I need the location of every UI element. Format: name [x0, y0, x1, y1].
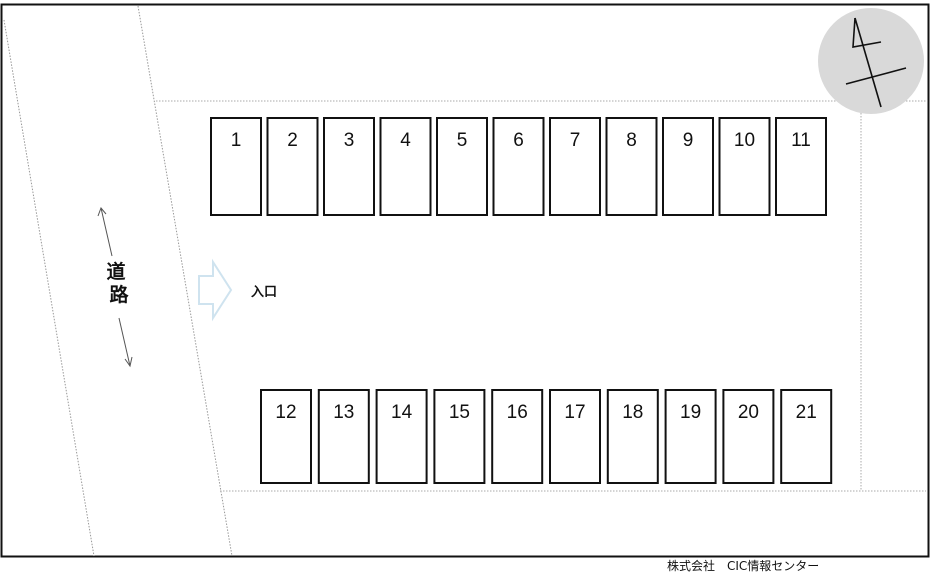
parking-space-number: 16: [507, 402, 528, 423]
parking-space-15: [433, 389, 486, 484]
parking-space-number: 1: [231, 130, 242, 151]
parking-row-top: 1 2 3 4 5 6 7 8 9 10 11: [210, 117, 827, 216]
parking-space-2: [266, 117, 319, 216]
parking-space-14: [375, 389, 428, 484]
parking-space-16: [491, 389, 544, 484]
parking-space-8: [605, 117, 658, 216]
parking-space-number: 19: [680, 402, 701, 423]
parking-space-19: [664, 389, 717, 484]
parking-space-number: 4: [400, 130, 411, 151]
parking-space-number: 13: [333, 402, 354, 423]
road-label-char-2: 路: [109, 283, 129, 306]
parking-space-4: [379, 117, 432, 216]
parking-space-3: [323, 117, 375, 216]
parking-space-5: [436, 117, 488, 216]
parking-space-6: [492, 117, 545, 216]
parking-space-number: 20: [738, 402, 759, 423]
parking-space-number: 5: [457, 130, 468, 151]
parking-space-20: [722, 389, 775, 484]
parking-space-number: 8: [626, 130, 637, 151]
parking-row-bottom: 12 13 14 15 16 17 18 19 20 21: [260, 389, 833, 484]
parking-space-17: [549, 389, 601, 484]
parking-space-number: 12: [275, 402, 296, 423]
entrance-arrow: [198, 258, 233, 322]
parking-space-number: 15: [449, 402, 470, 423]
map-credit: 株式会社 CIC情報センター: [667, 559, 820, 573]
parking-space-number: 11: [791, 130, 811, 151]
parking-space-7: [549, 117, 601, 216]
parking-space-number: 9: [683, 130, 694, 151]
parking-space-number: 18: [622, 402, 643, 423]
entrance-label: 入口: [251, 285, 277, 300]
parking-space-number: 17: [564, 402, 585, 423]
parking-space-21: [780, 389, 833, 484]
parking-space-number: 7: [570, 130, 581, 151]
parking-space-13: [317, 389, 370, 484]
parking-space-18: [606, 389, 659, 484]
parking-space-12: [260, 389, 312, 484]
parking-space-1: [210, 117, 262, 216]
parking-space-number: 2: [287, 130, 298, 151]
road-edge-left: [3, 19, 95, 557]
road-direction-arrow-up: [97, 207, 113, 257]
parking-space-number: 21: [796, 402, 817, 423]
road-direction-arrow-down: [118, 317, 133, 368]
parking-space-10: [718, 117, 771, 216]
parking-space-number: 10: [734, 130, 755, 151]
parking-space-number: 6: [513, 130, 524, 151]
north-arrow-icon: [818, 8, 924, 114]
parking-space-number: 14: [391, 402, 413, 423]
parking-space-11: [775, 117, 827, 216]
parking-space-number: 3: [344, 130, 355, 151]
road-label-char-1: 道: [106, 260, 125, 283]
parking-space-9: [662, 117, 714, 216]
